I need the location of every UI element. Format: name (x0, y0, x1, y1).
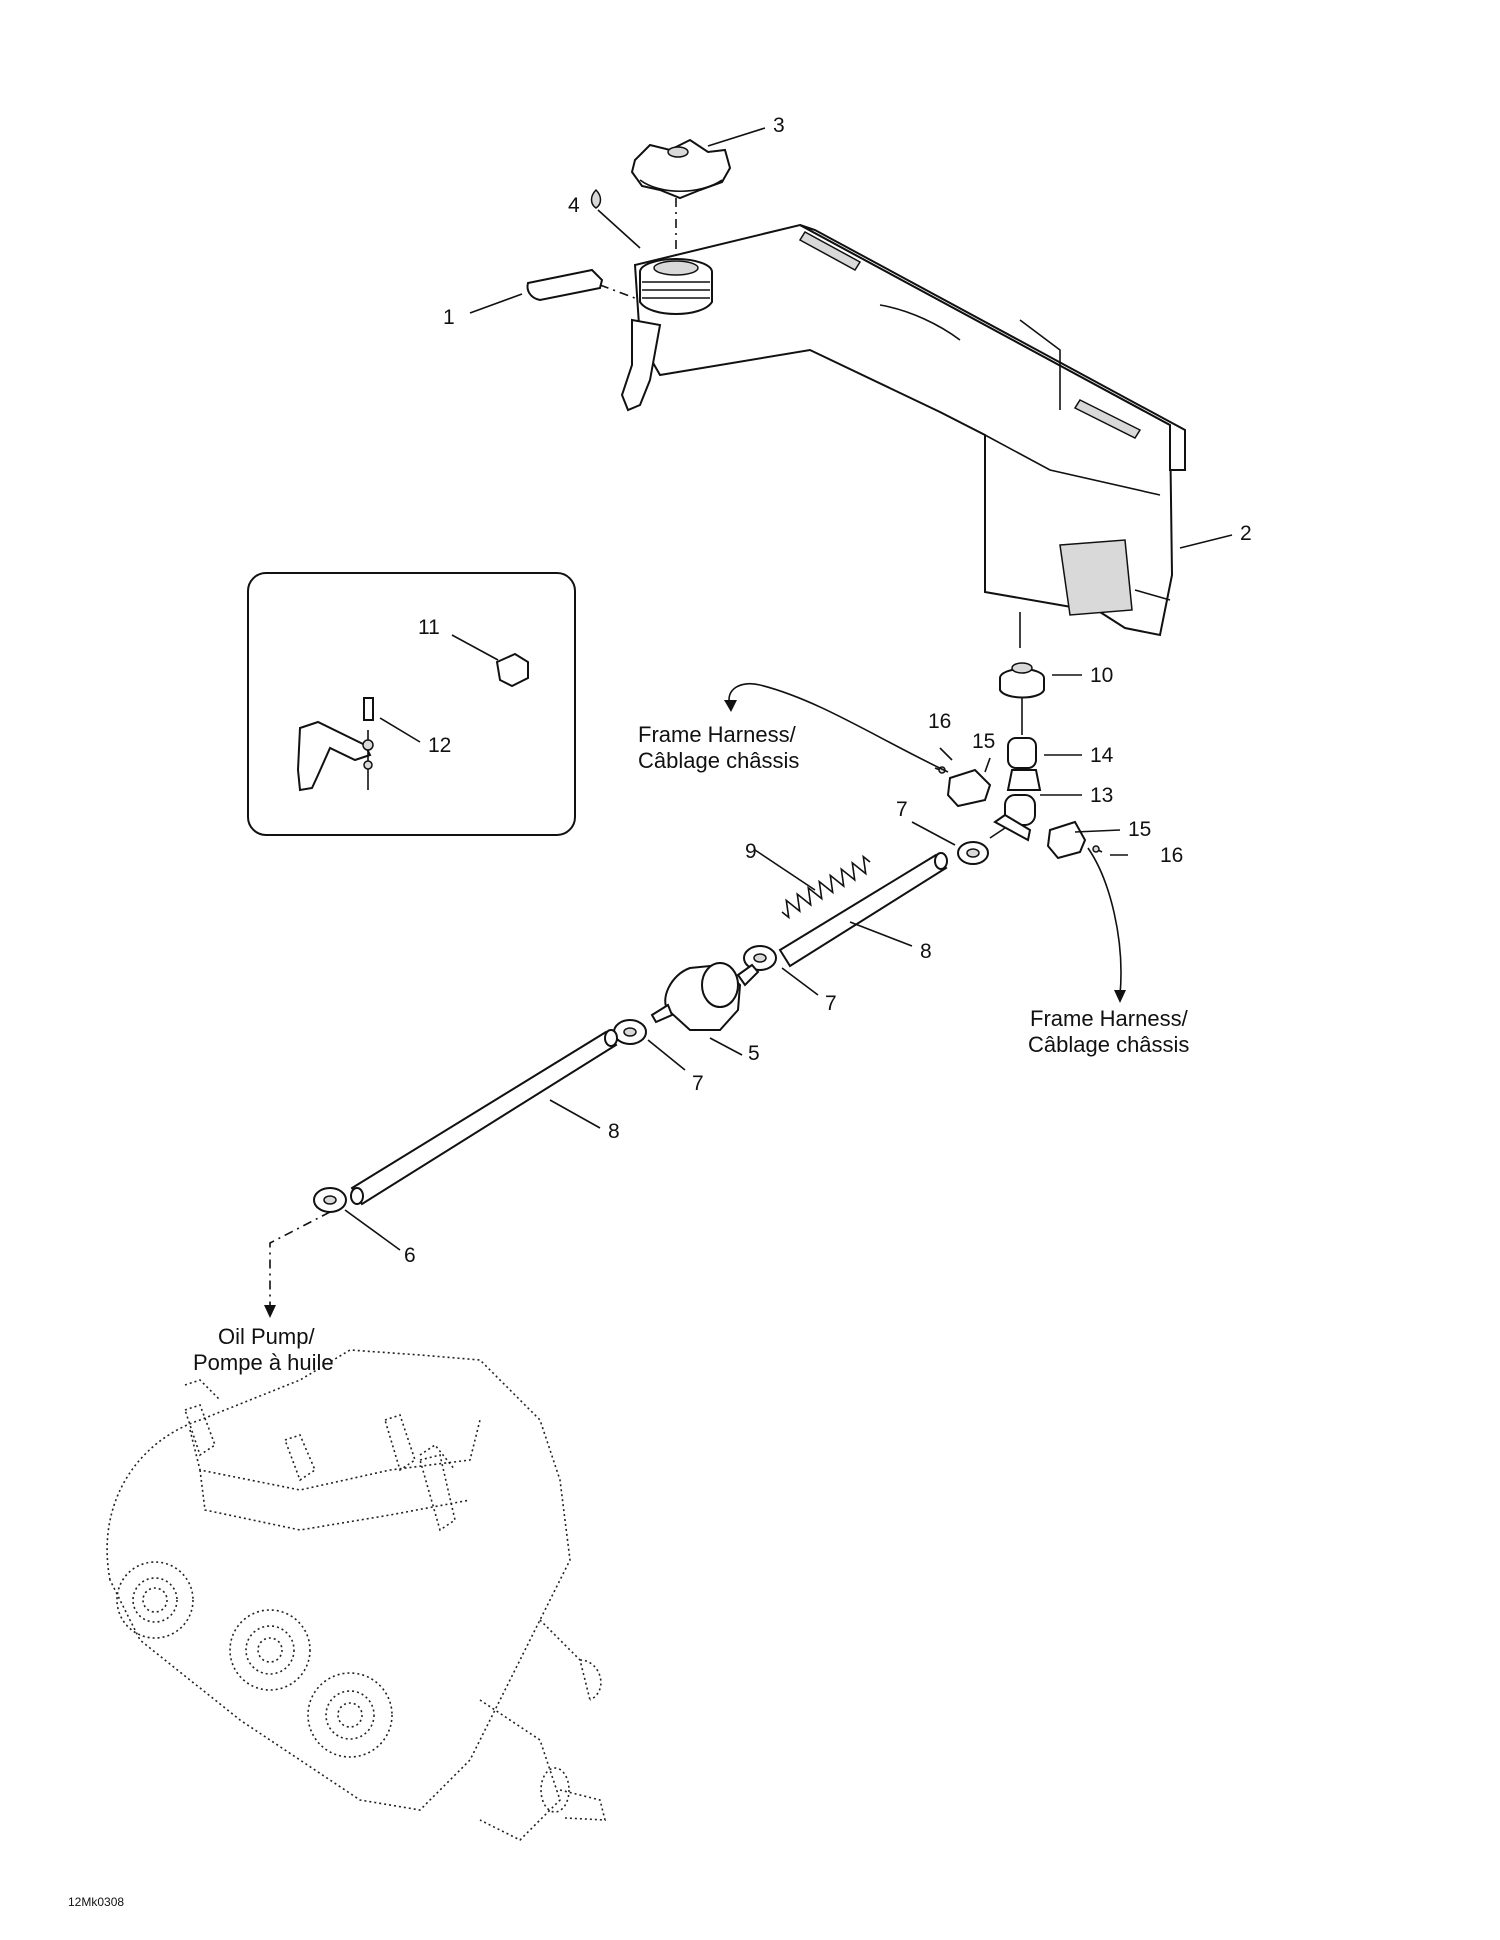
callout-9: 9 (745, 840, 757, 863)
callout-15-left: 15 (972, 730, 995, 753)
callout-labels: 3 4 1 2 10 14 13 15 16 16 15 7 9 8 7 5 7… (404, 114, 1252, 1267)
note-frame-harness-left: Frame Harness/ Câblage châssis (638, 722, 799, 773)
oil-filter (650, 962, 760, 1031)
hose-clamp-upper (957, 841, 989, 865)
tee-fitting (989, 813, 1032, 842)
note-frame-harness-right-line2: Câblage châssis (1028, 1032, 1189, 1057)
callout-16-right: 16 (1160, 844, 1183, 867)
leader-lines (344, 127, 1233, 1251)
inset-clip (495, 652, 529, 688)
callout-4: 4 (568, 194, 580, 217)
callout-6: 6 (404, 1244, 416, 1267)
callout-3: 3 (773, 114, 785, 137)
note-frame-harness-left-line1: Frame Harness/ (638, 722, 797, 747)
hose-upper (778, 852, 948, 968)
connector-left (934, 766, 992, 808)
callout-2: 2 (1240, 522, 1252, 545)
callout-8-upper: 8 (920, 940, 932, 963)
drawing-reference: 12Mk0308 (68, 1895, 124, 1909)
callout-11: 11 (418, 616, 440, 639)
note-frame-harness-right-line1: Frame Harness/ (1030, 1006, 1189, 1031)
callout-8-lower: 8 (608, 1120, 620, 1143)
tank-cap (630, 138, 732, 200)
harness-arrow-right (1087, 847, 1126, 1003)
callout-1: 1 (443, 306, 455, 329)
oil-pump-arrow (264, 1211, 331, 1318)
callout-13: 13 (1090, 784, 1113, 807)
note-frame-harness-right: Frame Harness/ Câblage châssis (1028, 1006, 1189, 1057)
callout-10: 10 (1090, 664, 1113, 687)
note-oil-pump-line1: Oil Pump/ (218, 1324, 315, 1349)
note-frame-harness-left-line2: Câblage châssis (638, 748, 799, 773)
callout-14: 14 (1090, 744, 1114, 767)
harness-arrow-left (724, 683, 949, 773)
cap-gasket (590, 188, 602, 209)
hose-clamp-lower (613, 1019, 647, 1045)
callout-7-upper: 7 (896, 798, 908, 821)
hose-lower (350, 1029, 618, 1206)
hose-clamp-bottom (313, 1187, 347, 1213)
callout-16-left: 16 (928, 710, 951, 733)
inset-bracket (296, 720, 372, 792)
callout-7-middle: 7 (825, 992, 837, 1015)
callout-5: 5 (748, 1042, 760, 1065)
callout-12: 12 (428, 734, 451, 757)
oil-tank (620, 223, 1186, 637)
inset-box (247, 572, 576, 836)
tank-pad (526, 268, 604, 302)
hose-spring (781, 854, 871, 920)
level-sensor (999, 662, 1045, 826)
connector-right (1046, 820, 1103, 860)
callout-7-lower: 7 (692, 1072, 704, 1095)
note-oil-pump: Oil Pump/ Pompe à huile (193, 1324, 334, 1375)
inset-pin (363, 697, 374, 721)
engine-phantom (106, 1349, 607, 1841)
note-oil-pump-line2: Pompe à huile (193, 1350, 334, 1375)
callout-15-right: 15 (1128, 818, 1151, 841)
